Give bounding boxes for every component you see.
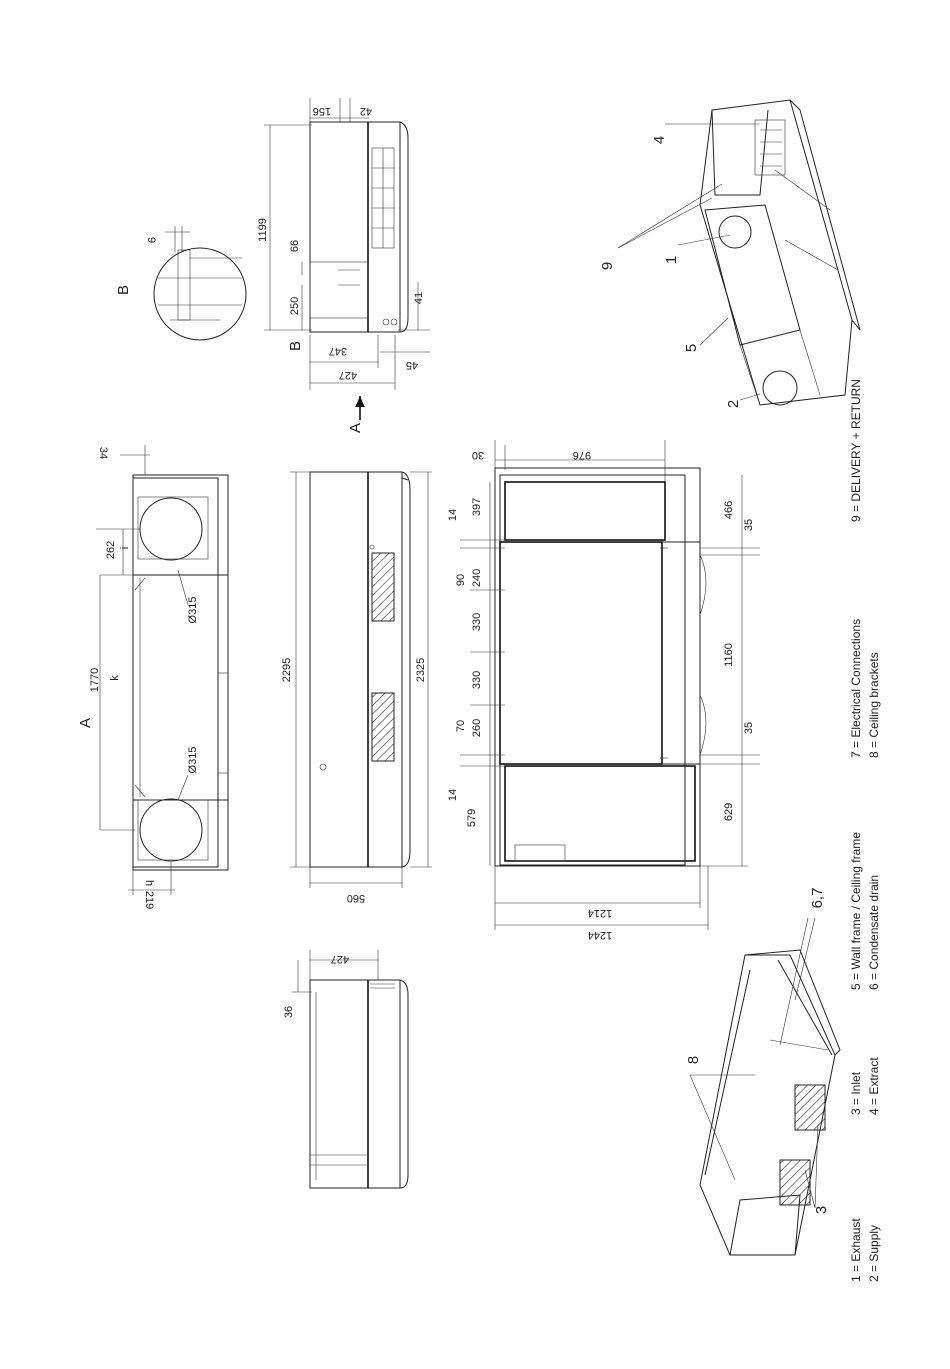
legend-item-5: 5 = Wall frame / Ceiling frame <box>849 832 863 990</box>
dim-1244: 1244 <box>588 929 612 941</box>
dim-45: 45 <box>406 359 418 371</box>
legend-item-2: 2 = Supply <box>867 1225 881 1282</box>
dim-14a: 14 <box>447 509 459 521</box>
dim-262: 262 <box>105 541 117 559</box>
dim-260: 260 <box>471 719 483 737</box>
dim-315b: Ø315 <box>187 747 199 774</box>
callout-1: 1 <box>663 256 680 264</box>
detail-b-drawing <box>153 226 247 341</box>
legend-item-6: 6 = Condensate drain <box>867 875 881 990</box>
dim-2295: 2295 <box>281 658 293 682</box>
dim-90: 90 <box>455 574 467 586</box>
end-view-drawing <box>292 950 409 1189</box>
callout-5: 5 <box>683 344 700 352</box>
legend-item-4: 4 = Extract <box>867 1057 881 1115</box>
ceiling-frame-drawing <box>460 440 760 930</box>
legend-item-7: 7 = Electrical Connections <box>849 619 863 758</box>
dim-347: 347 <box>329 345 347 357</box>
dim-36: 36 <box>283 1006 295 1018</box>
dim-397: 397 <box>471 498 483 516</box>
side-elevation-drawing <box>290 471 432 888</box>
dim-330a: 330 <box>471 613 483 631</box>
dim-14b: 14 <box>447 789 459 801</box>
arrow-a-label: A <box>347 423 364 433</box>
dim-35a: 35 <box>743 519 755 531</box>
dim-66: 66 <box>289 240 301 252</box>
dim-427a: 427 <box>331 953 349 965</box>
dim-629: 629 <box>723 803 735 821</box>
dim-1770: 1770 <box>89 668 101 692</box>
dim-k: k <box>109 675 121 681</box>
view-b-label: B <box>287 341 304 351</box>
dim-315a: Ø315 <box>187 597 199 624</box>
isometric-bottom-drawing <box>689 917 841 1256</box>
view-a-label: A <box>77 718 94 728</box>
callout-6-7: 6,7 <box>809 888 826 909</box>
dim-219: 219 <box>143 891 155 909</box>
legend-item-8: 8 = Ceiling brackets <box>867 652 881 758</box>
dim-976: 976 <box>573 449 591 461</box>
dim-2325: 2325 <box>415 658 427 682</box>
dim-i: i <box>119 547 131 549</box>
dim-1214: 1214 <box>588 907 612 919</box>
legend-item-1: 1 = Exhaust <box>849 1218 863 1282</box>
dim-427b: 427 <box>339 369 357 381</box>
dim-466: 466 <box>723 501 735 519</box>
view-b-drawing <box>264 98 430 420</box>
dim-41: 41 <box>413 292 425 304</box>
legend-item-3: 3 = Inlet <box>849 1071 863 1115</box>
dim-35b: 35 <box>743 722 755 734</box>
dim-156: 156 <box>313 105 331 117</box>
dim-240: 240 <box>471 569 483 587</box>
dim-579: 579 <box>466 809 478 827</box>
callout-2: 2 <box>725 400 742 408</box>
legend-item-9: 9 = DELIVERY + RETURN <box>849 379 863 522</box>
dim-560: 560 <box>347 892 365 904</box>
dim-1199: 1199 <box>257 218 269 242</box>
isometric-top-drawing <box>617 99 861 406</box>
callout-3: 3 <box>813 1206 830 1214</box>
dim-70: 70 <box>455 720 467 732</box>
callout-4: 4 <box>651 136 668 144</box>
dim-9: 9 <box>145 237 157 243</box>
dim-30: 30 <box>472 449 484 461</box>
dim-h: h <box>143 880 155 886</box>
dim-42: 42 <box>360 105 372 117</box>
detail-b-label: B <box>115 285 132 295</box>
view-a-drawing <box>96 445 229 895</box>
dim-34: 34 <box>97 447 109 459</box>
dim-1160: 1160 <box>723 643 735 667</box>
dim-330b: 330 <box>471 671 483 689</box>
callout-9: 9 <box>599 262 616 270</box>
dim-250: 250 <box>289 297 301 315</box>
callout-8: 8 <box>685 1056 702 1064</box>
